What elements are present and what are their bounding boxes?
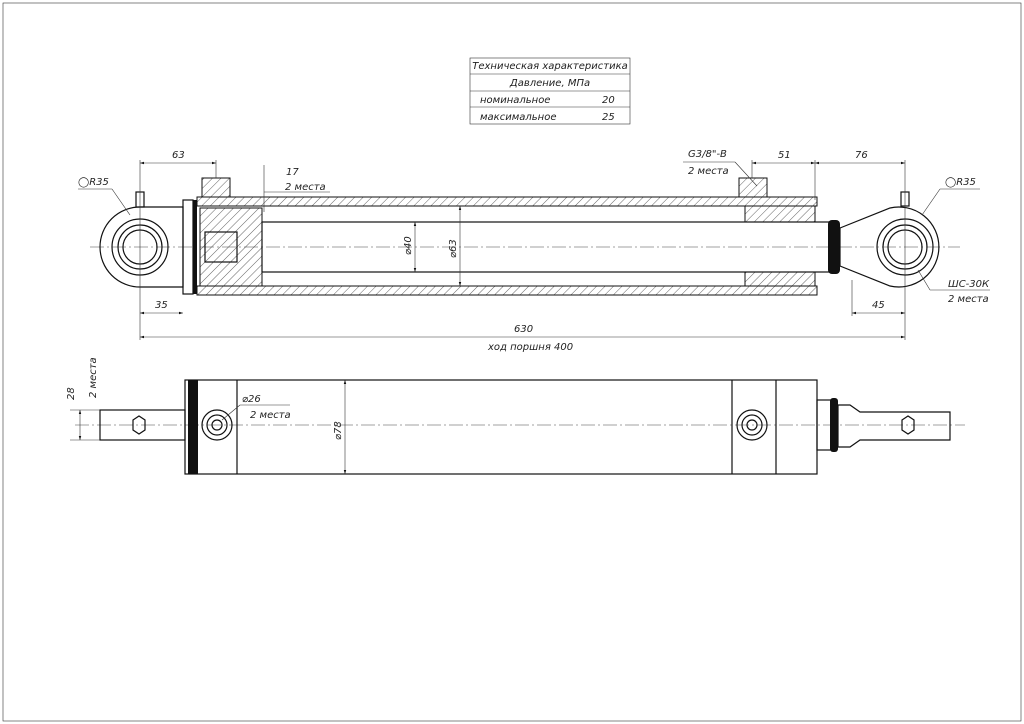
- dim-28: 28: [66, 387, 77, 400]
- dim-76: 76: [855, 150, 868, 161]
- spec-table: Техническая характеристика Давление, МПа…: [469, 57, 631, 125]
- radius-right: ◯R35: [945, 177, 976, 188]
- bearing-type: ШС-30К: [948, 279, 990, 290]
- dim-17: 17: [286, 167, 299, 178]
- radius-left: ◯R35: [78, 177, 109, 188]
- dim-35: 35: [155, 300, 168, 311]
- tube-diameter: ⌀78: [333, 421, 344, 440]
- spec-title: Техническая характеристика: [472, 61, 628, 72]
- spec-nominal-label: номинальное: [480, 95, 550, 106]
- spec-pressure: Давление, МПа: [509, 78, 590, 89]
- side-view: ⌀78 ⌀26 2 места 28 2 места: [66, 357, 965, 475]
- port-diameter: ⌀26: [242, 394, 261, 405]
- spec-max-label: максимальное: [480, 112, 556, 123]
- dim-17-places: 2 места: [285, 182, 326, 193]
- port-thread-places: 2 места: [688, 166, 729, 177]
- dim-28-places: 2 места: [88, 357, 99, 398]
- dimensions-top: 63 17 2 места ◯R35 35 G3/8"-B 2 места 51…: [78, 149, 990, 353]
- piston-stroke: ход поршня 400: [487, 342, 573, 353]
- dim-51: 51: [778, 150, 791, 161]
- dim-63: 63: [172, 150, 185, 161]
- port-places: 2 места: [250, 410, 291, 421]
- section-view: ⌀40 ⌀63: [90, 177, 960, 296]
- spec-nominal-value: 20: [602, 95, 615, 106]
- bearing-places: 2 места: [948, 294, 989, 305]
- dim-45: 45: [872, 300, 885, 311]
- total-length: 630: [514, 324, 533, 335]
- spec-max-value: 25: [602, 112, 615, 123]
- port-thread: G3/8"-B: [688, 149, 727, 160]
- bore-diameter: ⌀63: [448, 239, 459, 258]
- rod-diameter: ⌀40: [403, 236, 414, 255]
